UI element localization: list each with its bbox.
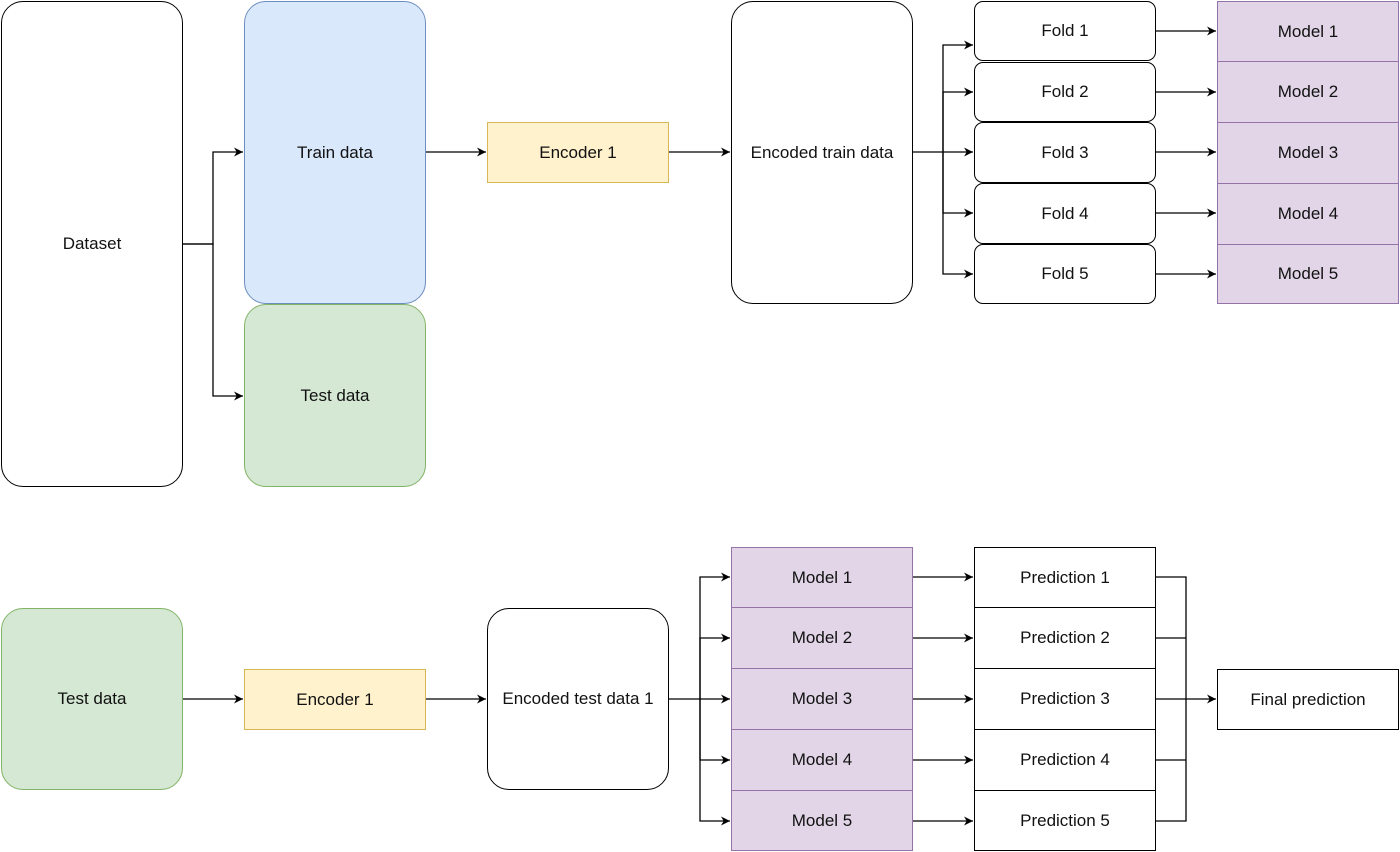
fold-node: Fold 2 <box>974 62 1156 122</box>
encoder-node: Encoder 1 <box>244 669 426 730</box>
edge-encoded-fold2 <box>942 87 973 152</box>
test-data-node: Test data <box>244 304 426 487</box>
edge-dataset-train <box>183 147 243 245</box>
model-node: Model 2 <box>731 607 913 669</box>
encoded-test-data-node: Encoded test data 1 <box>487 608 669 790</box>
model-node: Model 3 <box>731 668 913 730</box>
model-node: Model 4 <box>1217 183 1399 245</box>
encoder-node: Encoder 1 <box>487 122 669 183</box>
edge-pred5-final <box>1156 699 1187 822</box>
model-node: Model 3 <box>1217 122 1399 184</box>
final-prediction-node: Final prediction <box>1217 669 1399 730</box>
edge-dataset-test <box>183 243 243 401</box>
edge-encoded-fold5 <box>942 152 973 279</box>
fold-node: Fold 3 <box>974 122 1156 183</box>
model-node: Model 5 <box>1217 244 1399 304</box>
train-data-node: Train data <box>244 1 426 304</box>
edge-encodedtest-model5 <box>699 699 730 826</box>
edge-encodedtest-model2 <box>699 633 730 699</box>
prediction-node: Prediction 1 <box>974 547 1156 608</box>
model-node: Model 4 <box>731 729 913 791</box>
fold-node: Fold 4 <box>974 183 1156 244</box>
dataset-node: Dataset <box>1 1 183 487</box>
edge-encoded-fold4 <box>942 152 973 218</box>
fold-node: Fold 5 <box>974 244 1156 304</box>
model-node: Model 2 <box>1217 61 1399 123</box>
edge-encodedtest-model4 <box>699 699 730 765</box>
model-node: Model 5 <box>731 790 913 851</box>
fold-node: Fold 1 <box>974 1 1156 61</box>
test-data-node: Test data <box>1 608 183 790</box>
encoded-train-data-node: Encoded train data <box>731 1 913 304</box>
prediction-node: Prediction 5 <box>974 790 1156 851</box>
prediction-node: Prediction 4 <box>974 729 1156 791</box>
prediction-node: Prediction 3 <box>974 668 1156 730</box>
model-node: Model 1 <box>1217 1 1399 62</box>
model-node: Model 1 <box>731 547 913 608</box>
prediction-node: Prediction 2 <box>974 607 1156 669</box>
